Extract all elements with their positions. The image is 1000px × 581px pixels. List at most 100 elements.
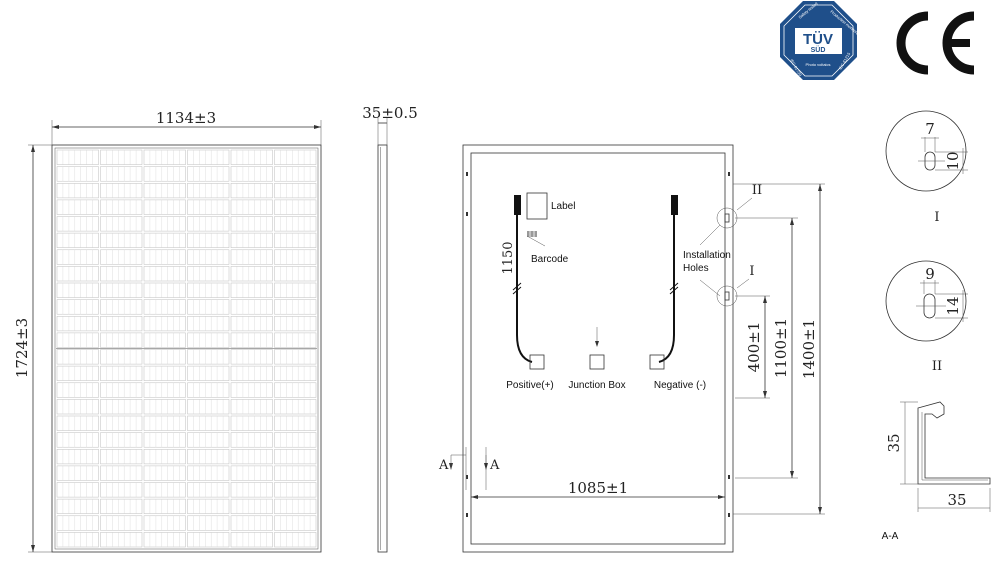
solar-cell [187, 332, 230, 348]
back-view: Label Barcode 1150 Positive(+) Junction … [438, 144, 825, 553]
solar-cell [230, 149, 273, 165]
solar-cell [56, 249, 99, 265]
solar-cell [274, 515, 317, 531]
solar-cell [56, 465, 99, 481]
solar-cell [230, 166, 273, 182]
solar-cell [187, 232, 230, 248]
solar-cell [274, 166, 317, 182]
ce-letter-c [896, 11, 929, 75]
solar-cell [187, 282, 230, 298]
solar-cell [56, 365, 99, 381]
solar-cell [143, 532, 186, 548]
installation-hole-II [716, 207, 738, 229]
solar-cell [100, 449, 143, 465]
cable-length-label: 1150 [501, 241, 516, 274]
solar-cell [100, 316, 143, 332]
solar-cell [187, 365, 230, 381]
solar-cell [143, 515, 186, 531]
negative-label: Negative (-) [654, 380, 706, 391]
solar-cell [230, 266, 273, 282]
solar-cell [274, 316, 317, 332]
solar-cell [56, 349, 99, 365]
solar-cell [56, 498, 99, 514]
label-text: Label [551, 201, 575, 212]
solar-cell [274, 266, 317, 282]
solar-cell [100, 365, 143, 381]
solar-cell [56, 449, 99, 465]
cell-grid [56, 149, 317, 548]
solar-cell [56, 299, 99, 315]
solar-cell [230, 349, 273, 365]
solar-cell [56, 332, 99, 348]
frame-profile [917, 401, 991, 485]
solar-cell [143, 249, 186, 265]
solar-cell [274, 482, 317, 498]
solar-cell [187, 266, 230, 282]
detail-I-width: 7 [925, 120, 935, 138]
solar-cell [230, 332, 273, 348]
solar-cell [230, 382, 273, 398]
solar-cell [100, 249, 143, 265]
solar-cell [143, 232, 186, 248]
front-width-label: 1134±3 [156, 109, 216, 127]
side-profile [377, 144, 388, 553]
solar-cell [56, 532, 99, 548]
solar-cell [100, 498, 143, 514]
detail-II: 9 14 II [885, 260, 968, 374]
solar-cell [100, 399, 143, 415]
section-mark-right: A [489, 458, 500, 473]
solar-cell [143, 498, 186, 514]
solar-cell [230, 415, 273, 431]
solar-cell [187, 199, 230, 215]
solar-cell [187, 482, 230, 498]
solar-cell [230, 249, 273, 265]
solar-cell [100, 216, 143, 232]
solar-cell [274, 349, 317, 365]
solar-cell [143, 199, 186, 215]
solar-cell [100, 199, 143, 215]
solar-cell [143, 482, 186, 498]
solar-cell [143, 266, 186, 282]
solar-cell [143, 365, 186, 381]
solar-cell [56, 515, 99, 531]
detail-I-height: 10 [944, 151, 962, 170]
solar-cell [230, 482, 273, 498]
solar-cell [143, 183, 186, 199]
section-caption: A-A [882, 531, 899, 542]
section-A-A: 35 35 A-A [882, 401, 991, 542]
solar-cell [187, 216, 230, 232]
solar-cell [187, 432, 230, 448]
tuv-center-panel [795, 28, 842, 54]
detail-II-caption: II [932, 359, 942, 374]
solar-cell [100, 415, 143, 431]
detail-I-circle [885, 110, 967, 192]
label-box [526, 192, 548, 220]
back-panel-inner-frame [470, 152, 726, 545]
ce-letter-e [942, 11, 975, 75]
solar-cell [230, 282, 273, 298]
solar-cell [274, 399, 317, 415]
solar-cell [187, 166, 230, 182]
solar-cell [56, 316, 99, 332]
tuv-ring-bottom: Photo voltaics [806, 62, 831, 67]
solar-cell [230, 365, 273, 381]
solar-cell [100, 183, 143, 199]
solar-cell [274, 183, 317, 199]
ce-mark [896, 11, 975, 75]
solar-cell [56, 183, 99, 199]
solar-cell [187, 183, 230, 199]
solar-cell [274, 199, 317, 215]
junction-box-label: Junction Box [568, 380, 625, 391]
solar-cell [230, 432, 273, 448]
solar-cell [230, 515, 273, 531]
installation-holes-line2: Holes [683, 263, 709, 274]
solar-cell [230, 299, 273, 315]
solar-cell [230, 465, 273, 481]
solar-cell [100, 349, 143, 365]
solar-cell [56, 216, 99, 232]
solar-cell [143, 449, 186, 465]
solar-cell [274, 449, 317, 465]
solar-cell [274, 216, 317, 232]
solar-cell [143, 465, 186, 481]
